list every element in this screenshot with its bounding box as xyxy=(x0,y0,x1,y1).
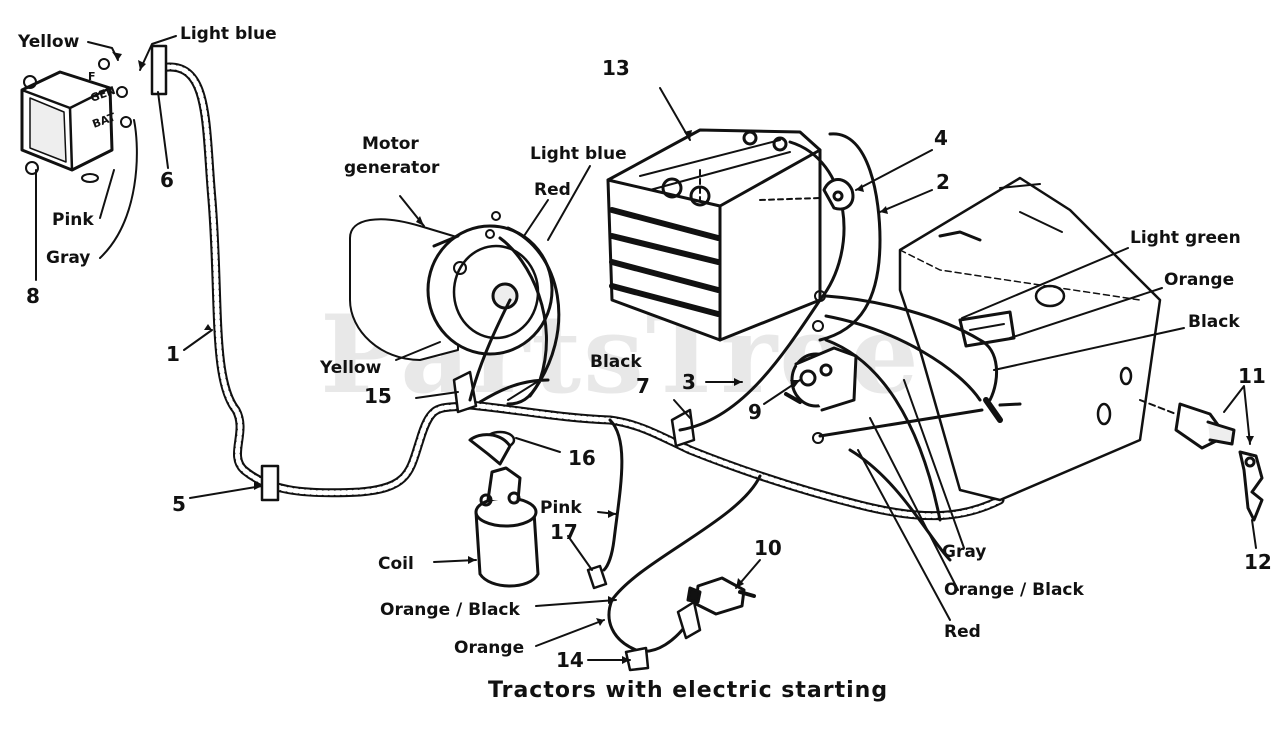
label-pink-left: Pink xyxy=(52,210,94,230)
callout-4: 4 xyxy=(934,126,948,150)
callout-1: 1 xyxy=(166,342,180,366)
label-orange-low: Orange xyxy=(454,638,525,658)
callout-16: 16 xyxy=(568,446,596,470)
callout-3: 3 xyxy=(682,370,696,394)
label-red-right: Red xyxy=(944,622,981,642)
label-orange-black-low: Orange / Black xyxy=(380,600,520,620)
callout-9: 9 xyxy=(748,400,762,424)
label-pink-low: Pink xyxy=(540,498,582,518)
callout-12: 12 xyxy=(1244,550,1272,574)
callout-14: 14 xyxy=(556,648,584,672)
battery-cable-2 xyxy=(818,132,882,342)
tractor-dash-panel xyxy=(898,176,1162,502)
diagram-caption: Tractors with electric starting xyxy=(488,678,889,703)
clamp-4 xyxy=(822,178,855,211)
clip-14 xyxy=(624,646,650,672)
battery xyxy=(606,128,822,342)
callout-11: 11 xyxy=(1238,364,1266,388)
leader-lines xyxy=(35,35,1257,661)
starter-switch xyxy=(686,576,756,616)
label-orange-right: Orange xyxy=(1164,270,1235,290)
label-black-mid: Black xyxy=(590,352,642,372)
starter-switch-harness xyxy=(607,474,762,653)
label-generator: generator xyxy=(344,158,440,178)
callout-17: 17 xyxy=(550,520,578,544)
label-red-mid: Red xyxy=(534,180,571,200)
label-gray-right: Gray xyxy=(942,542,987,562)
label-orange-black-right: Orange / Black xyxy=(944,580,1084,600)
callout-2: 2 xyxy=(936,170,950,194)
ignition-switch xyxy=(1139,399,1236,450)
callout-7: 7 xyxy=(636,374,650,398)
ignition-key xyxy=(1238,450,1264,522)
label-gray-left: Gray xyxy=(46,248,91,268)
label-yellow-mid: Yellow xyxy=(320,358,382,378)
callout-10: 10 xyxy=(754,536,782,560)
ignition-coil xyxy=(468,433,540,588)
label-yellow-top: Yellow xyxy=(18,32,80,52)
label-light-green: Light green xyxy=(1130,228,1241,248)
fuse-17 xyxy=(586,564,608,590)
label-light-blue-top: Light blue xyxy=(180,24,277,44)
dash-harness xyxy=(818,294,1022,562)
label-coil: Coil xyxy=(378,554,414,574)
leader-arrowheads xyxy=(112,52,1254,664)
label-motor: Motor xyxy=(362,134,419,154)
starter-solenoid xyxy=(784,346,858,412)
motor-generator xyxy=(349,218,554,361)
callout-6: 6 xyxy=(160,168,174,192)
callout-5: 5 xyxy=(172,492,186,516)
callout-13: 13 xyxy=(602,56,630,80)
callout-8: 8 xyxy=(26,284,40,308)
generator-leads xyxy=(468,226,561,406)
label-black-right: Black xyxy=(1188,312,1240,332)
label-light-blue-mid: Light blue xyxy=(530,144,627,164)
pink-lead xyxy=(602,418,624,572)
voltage-regulator xyxy=(20,58,132,183)
regulator-f-label: F xyxy=(88,70,96,83)
callout-15: 15 xyxy=(364,384,392,408)
